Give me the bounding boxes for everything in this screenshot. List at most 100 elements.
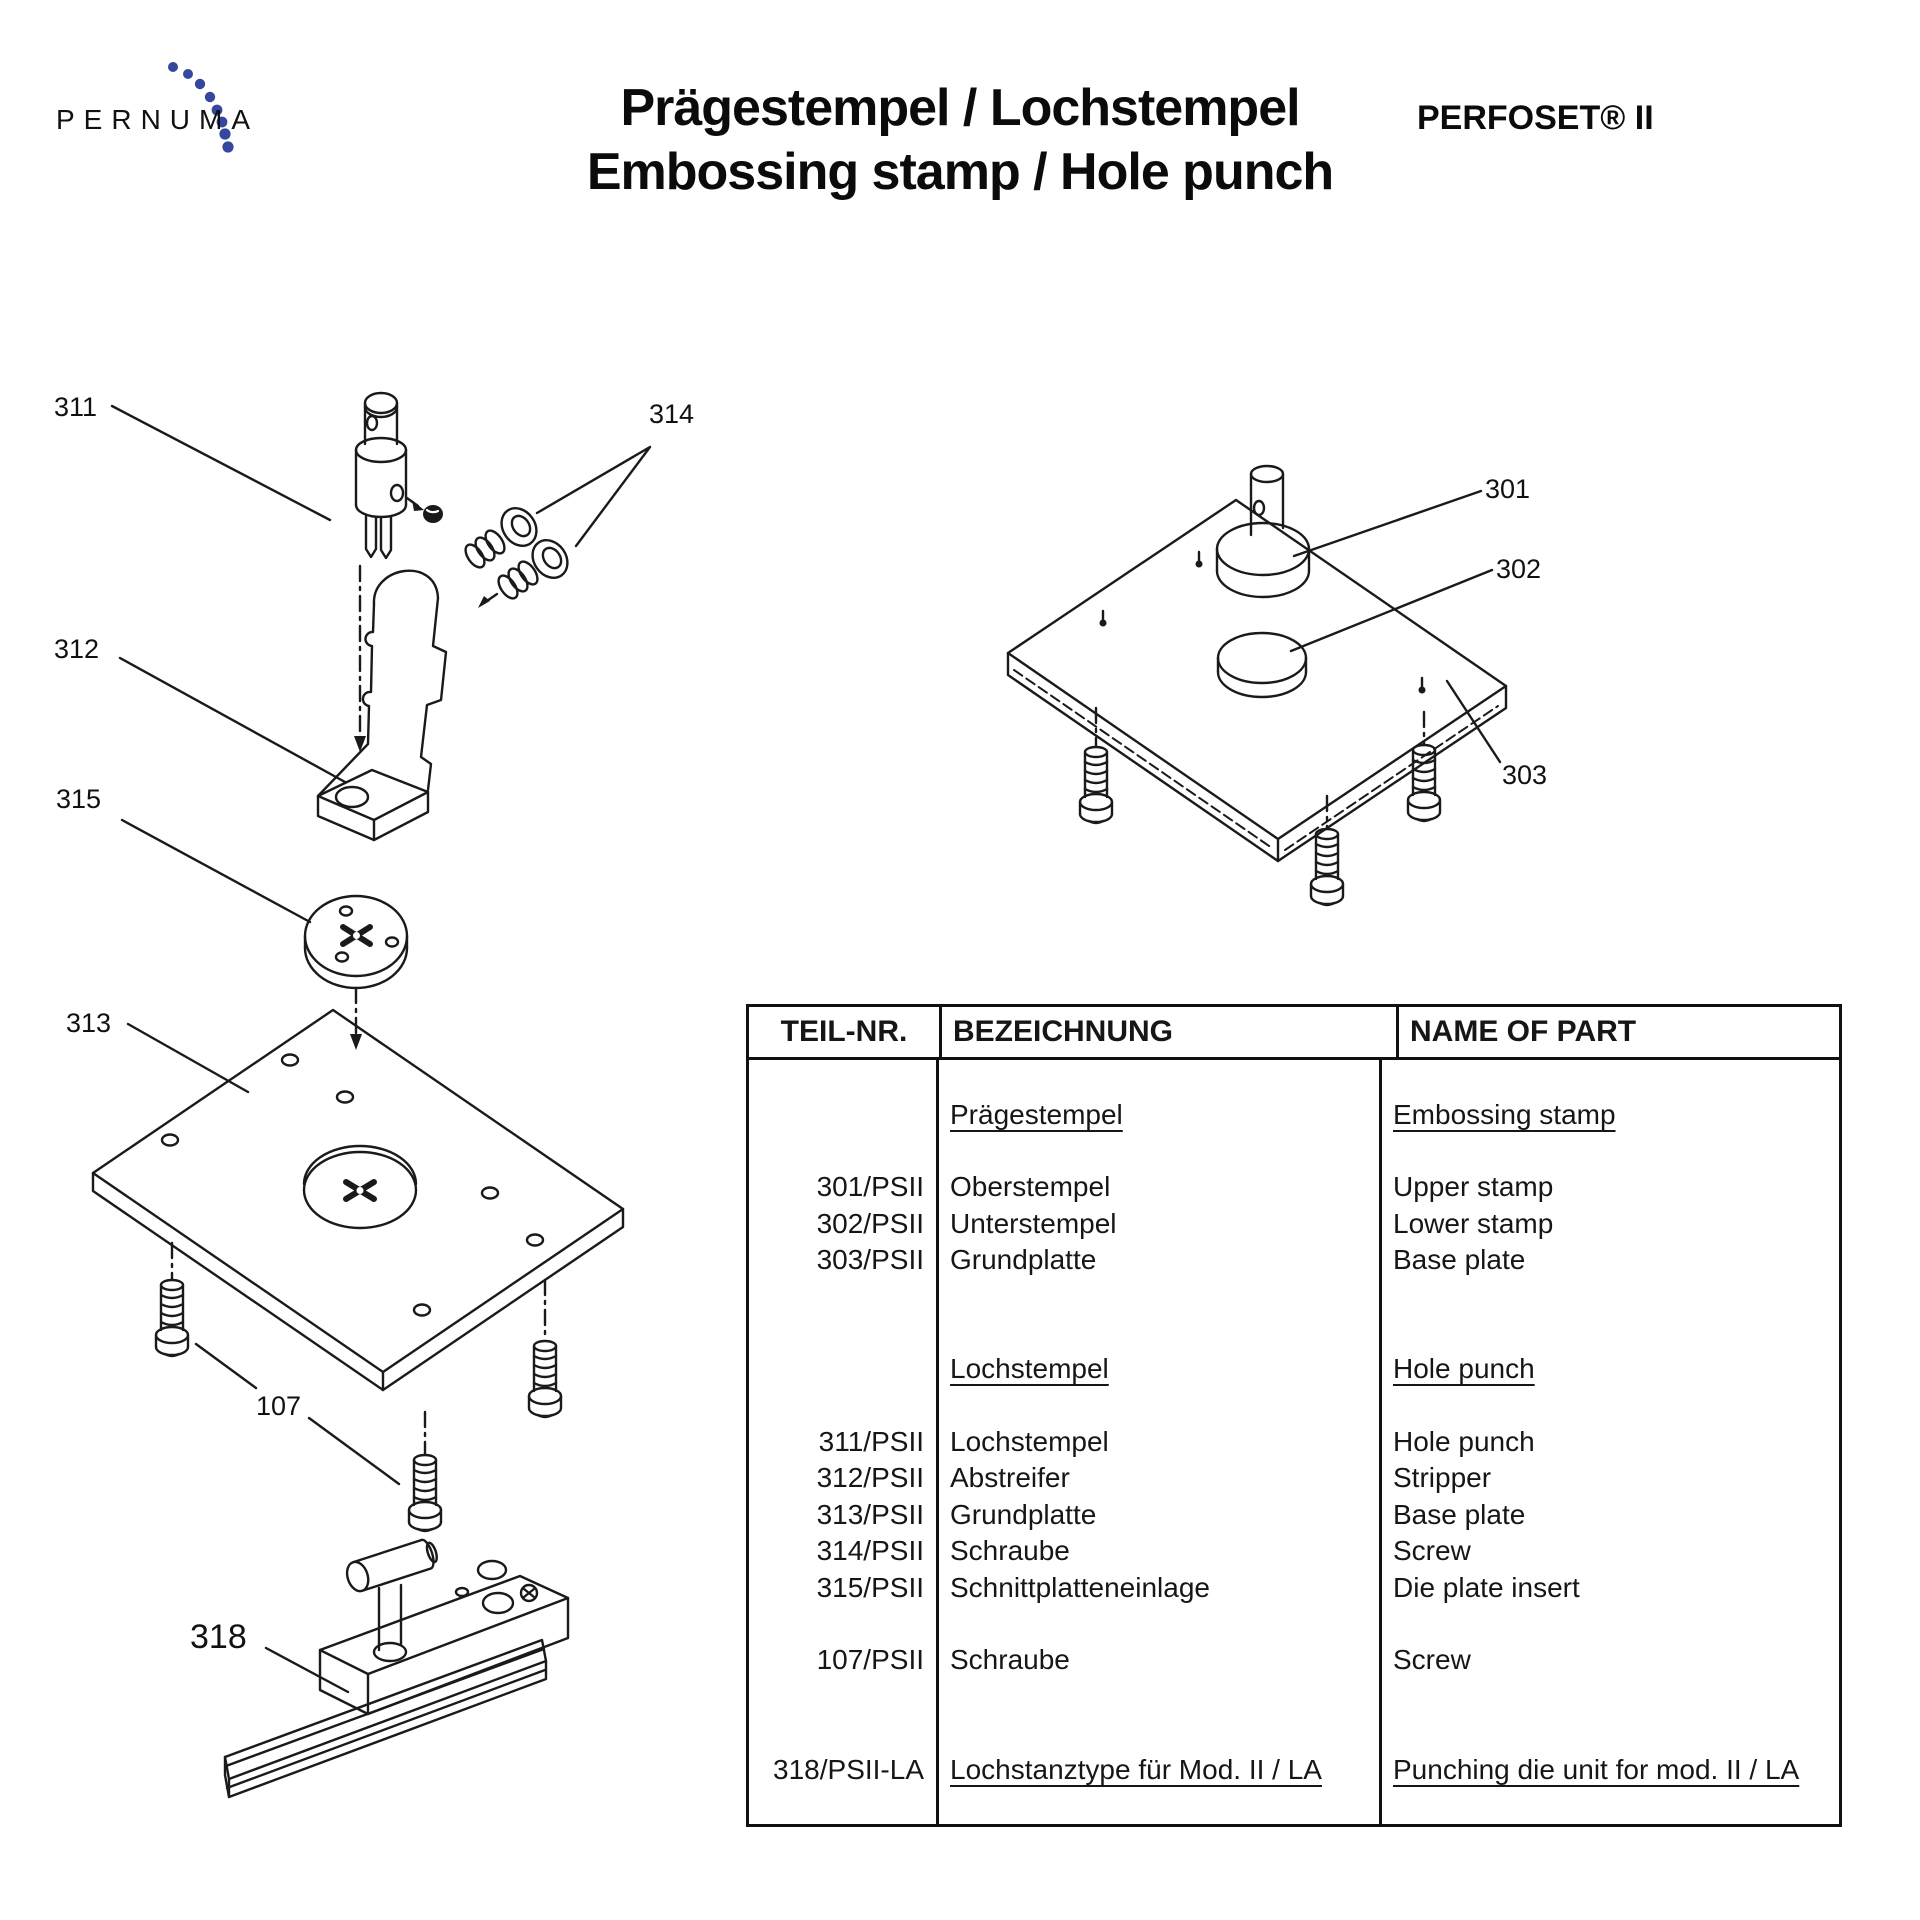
table-cell: Lochstempel <box>939 1423 1382 1461</box>
table-cell <box>1382 1133 1839 1169</box>
screw-drawing-107-left <box>154 1241 190 1358</box>
table-cell <box>1382 1388 1839 1424</box>
leader-line-313 <box>126 1022 250 1094</box>
part-label-315: 315 <box>56 784 102 814</box>
table-cell: 311/PSII <box>749 1423 939 1461</box>
part-label-312: 312 <box>54 634 100 664</box>
table-cell <box>1382 1715 1839 1751</box>
upper-stamp-drawing-301 <box>1215 464 1311 599</box>
table-cell <box>749 1096 939 1133</box>
table-cell <box>749 1787 939 1825</box>
page-title: Prägestempel / Lochstempel Embossing sta… <box>460 76 1460 204</box>
col-header-teil-nr: TEIL-NR. <box>749 1007 942 1057</box>
table-cell: Lochstanztype für Mod. II / LA <box>939 1751 1382 1788</box>
table-cell: 107/PSII <box>749 1642 939 1679</box>
table-cell <box>939 1605 1382 1643</box>
table-cell <box>1382 1278 1839 1314</box>
pernuma-logo: PERNUMA <box>40 40 300 160</box>
table-cell: 303/PSII <box>749 1241 939 1279</box>
screw-drawing-303-right <box>1406 710 1442 823</box>
part-label-314: 314 <box>649 399 695 429</box>
screw-drawing-303-left <box>1078 706 1114 825</box>
table-cell: 314/PSII <box>749 1533 939 1570</box>
table-cell <box>1382 1060 1839 1096</box>
table-cell: Schraube <box>939 1533 1382 1570</box>
logo-text: PERNUMA <box>56 104 260 135</box>
table-cell: 312/PSII <box>749 1460 939 1497</box>
punching-die-unit-drawing-318 <box>223 1538 570 1799</box>
table-cell: Die plate insert <box>1393 1571 1580 1603</box>
table-row <box>749 1715 1839 1752</box>
table-cell <box>939 1314 1382 1352</box>
screw-drawing-107-right <box>527 1278 563 1419</box>
table-cell: Schnittplatteneinlage <box>939 1569 1382 1606</box>
table-cell: Grundplatte <box>939 1241 1382 1279</box>
table-cell: 315/PSII <box>749 1569 939 1606</box>
table-cell <box>749 1715 939 1752</box>
table-row <box>749 1678 1839 1716</box>
table-row <box>749 1060 1839 1097</box>
table-cell <box>1382 1788 1839 1824</box>
table-cell <box>1382 1606 1839 1642</box>
part-label-313: 313 <box>66 1008 112 1038</box>
col-header-name-of-part: NAME OF PART <box>1410 1015 1637 1048</box>
table-cell: Abstreifer <box>939 1460 1382 1497</box>
table-cell: Upper stamp <box>1393 1171 1554 1203</box>
col-header-bezeichnung: BEZEICHNUNG <box>942 1007 1399 1057</box>
set-screw-drawing <box>405 496 443 523</box>
base-plate-drawing-303 <box>1006 498 1508 863</box>
table-cell: Punching die unit for mod. II / LA <box>1393 1753 1800 1785</box>
screw-drawing-107-middle <box>407 1410 443 1533</box>
table-cell: Grundplatte <box>939 1496 1382 1534</box>
plate-pin-drawings <box>1099 550 1426 694</box>
table-cell <box>749 1314 939 1352</box>
leader-line-301 <box>1292 489 1483 558</box>
table-cell: 318/PSII-LA <box>749 1751 939 1788</box>
table-cell <box>939 1787 1382 1825</box>
table-cell <box>939 1132 1382 1170</box>
table-cell: Screw <box>1393 1644 1471 1676</box>
part-label-303: 303 <box>1502 760 1548 790</box>
leader-line-303 <box>1445 679 1502 764</box>
table-cell: Oberstempel <box>939 1169 1382 1206</box>
table-cell: 302/PSII <box>749 1205 939 1242</box>
table-row <box>749 1605 1839 1643</box>
stripper-drawing-312 <box>316 569 448 842</box>
table-cell <box>939 1387 1382 1424</box>
table-cell: 313/PSII <box>749 1496 939 1534</box>
table-cell: Unterstempel <box>939 1205 1382 1242</box>
table-cell: Base plate <box>1393 1244 1526 1276</box>
leader-line-314 <box>535 445 652 548</box>
table-cell <box>939 1060 1382 1097</box>
table-cell <box>939 1278 1382 1315</box>
parts-table: TEIL-NR. BEZEICHNUNG NAME OF PART Präges… <box>746 1004 1842 1828</box>
table-cell <box>939 1678 1382 1716</box>
hole-punch-drawing-311 <box>354 391 408 560</box>
logo-dots-icon <box>168 62 234 153</box>
table-cell: Embossing stamp <box>1393 1098 1616 1130</box>
table-cell <box>749 1678 939 1716</box>
table-cell: Screw <box>1393 1535 1471 1567</box>
leader-line-311 <box>110 404 332 522</box>
table-cell: Lower stamp <box>1393 1207 1554 1239</box>
table-cell <box>1382 1679 1839 1715</box>
table-cell: Base plate <box>1393 1498 1526 1530</box>
part-label-311: 311 <box>54 392 98 422</box>
leader-line-315 <box>120 818 312 924</box>
table-cell <box>749 1060 939 1097</box>
page-title-en: Embossing stamp / Hole punch <box>586 143 1334 201</box>
table-cell: Stripper <box>1393 1462 1492 1494</box>
table-cell <box>749 1605 939 1643</box>
